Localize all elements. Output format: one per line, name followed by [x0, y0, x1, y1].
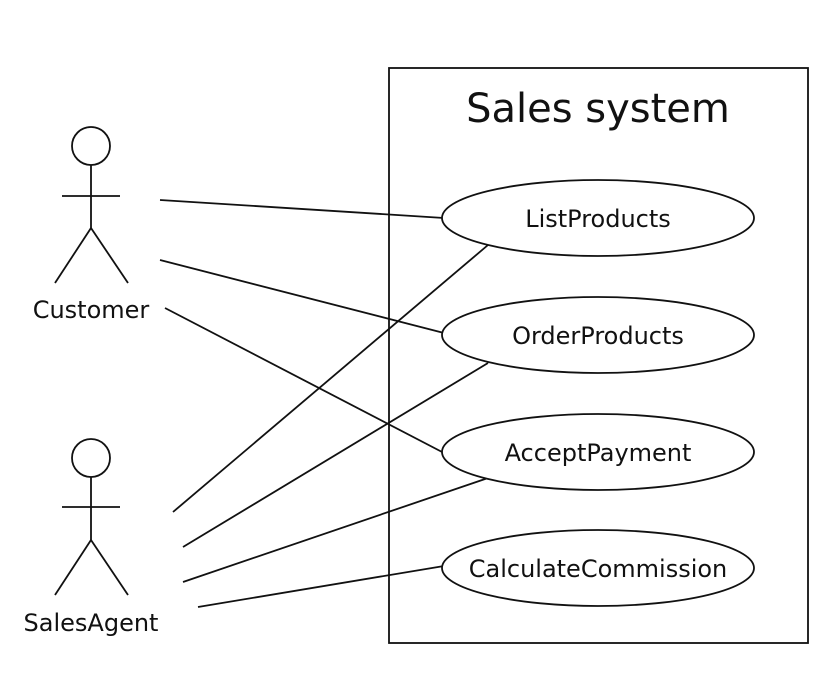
- use-case-ellipse: [441, 179, 755, 257]
- use-case-label: CalculateCommission: [469, 555, 728, 583]
- association-salesagent-acceptpayment: [182, 477, 489, 583]
- association-lines: [159, 199, 489, 608]
- system-boundary-box: [388, 67, 809, 644]
- association-customer-listproducts: [159, 199, 445, 219]
- use-case-listproducts: ListProducts: [441, 179, 755, 257]
- actor-salesagent: SalesAgent: [24, 438, 159, 637]
- association-customer-orderproducts: [159, 259, 445, 334]
- actor-label: SalesAgent: [24, 609, 159, 637]
- actor-label: Customer: [33, 296, 150, 324]
- use-case-calculatecommission: CalculateCommission: [441, 529, 755, 607]
- use-case-label: OrderProducts: [512, 322, 684, 350]
- actor-customer: Customer: [33, 126, 150, 324]
- association-salesagent-calculatecommission: [197, 565, 445, 608]
- use-case-label: AcceptPayment: [505, 439, 692, 467]
- system-boundary: Sales system: [388, 67, 809, 644]
- association-customer-acceptpayment: [164, 307, 445, 454]
- use-case-label: ListProducts: [525, 205, 671, 233]
- association-salesagent-listproducts: [172, 244, 489, 513]
- use-case-acceptpayment: AcceptPayment: [441, 413, 755, 491]
- use-case-ellipse: [441, 296, 755, 374]
- stick-figure-icon: [54, 438, 129, 596]
- stick-figure-icon: [54, 126, 129, 284]
- system-title: Sales system: [466, 86, 730, 132]
- use-case-ellipse: [441, 413, 755, 491]
- association-salesagent-orderproducts: [182, 362, 489, 548]
- use-case-orderproducts: OrderProducts: [441, 296, 755, 374]
- use-case-ellipse: [441, 529, 755, 607]
